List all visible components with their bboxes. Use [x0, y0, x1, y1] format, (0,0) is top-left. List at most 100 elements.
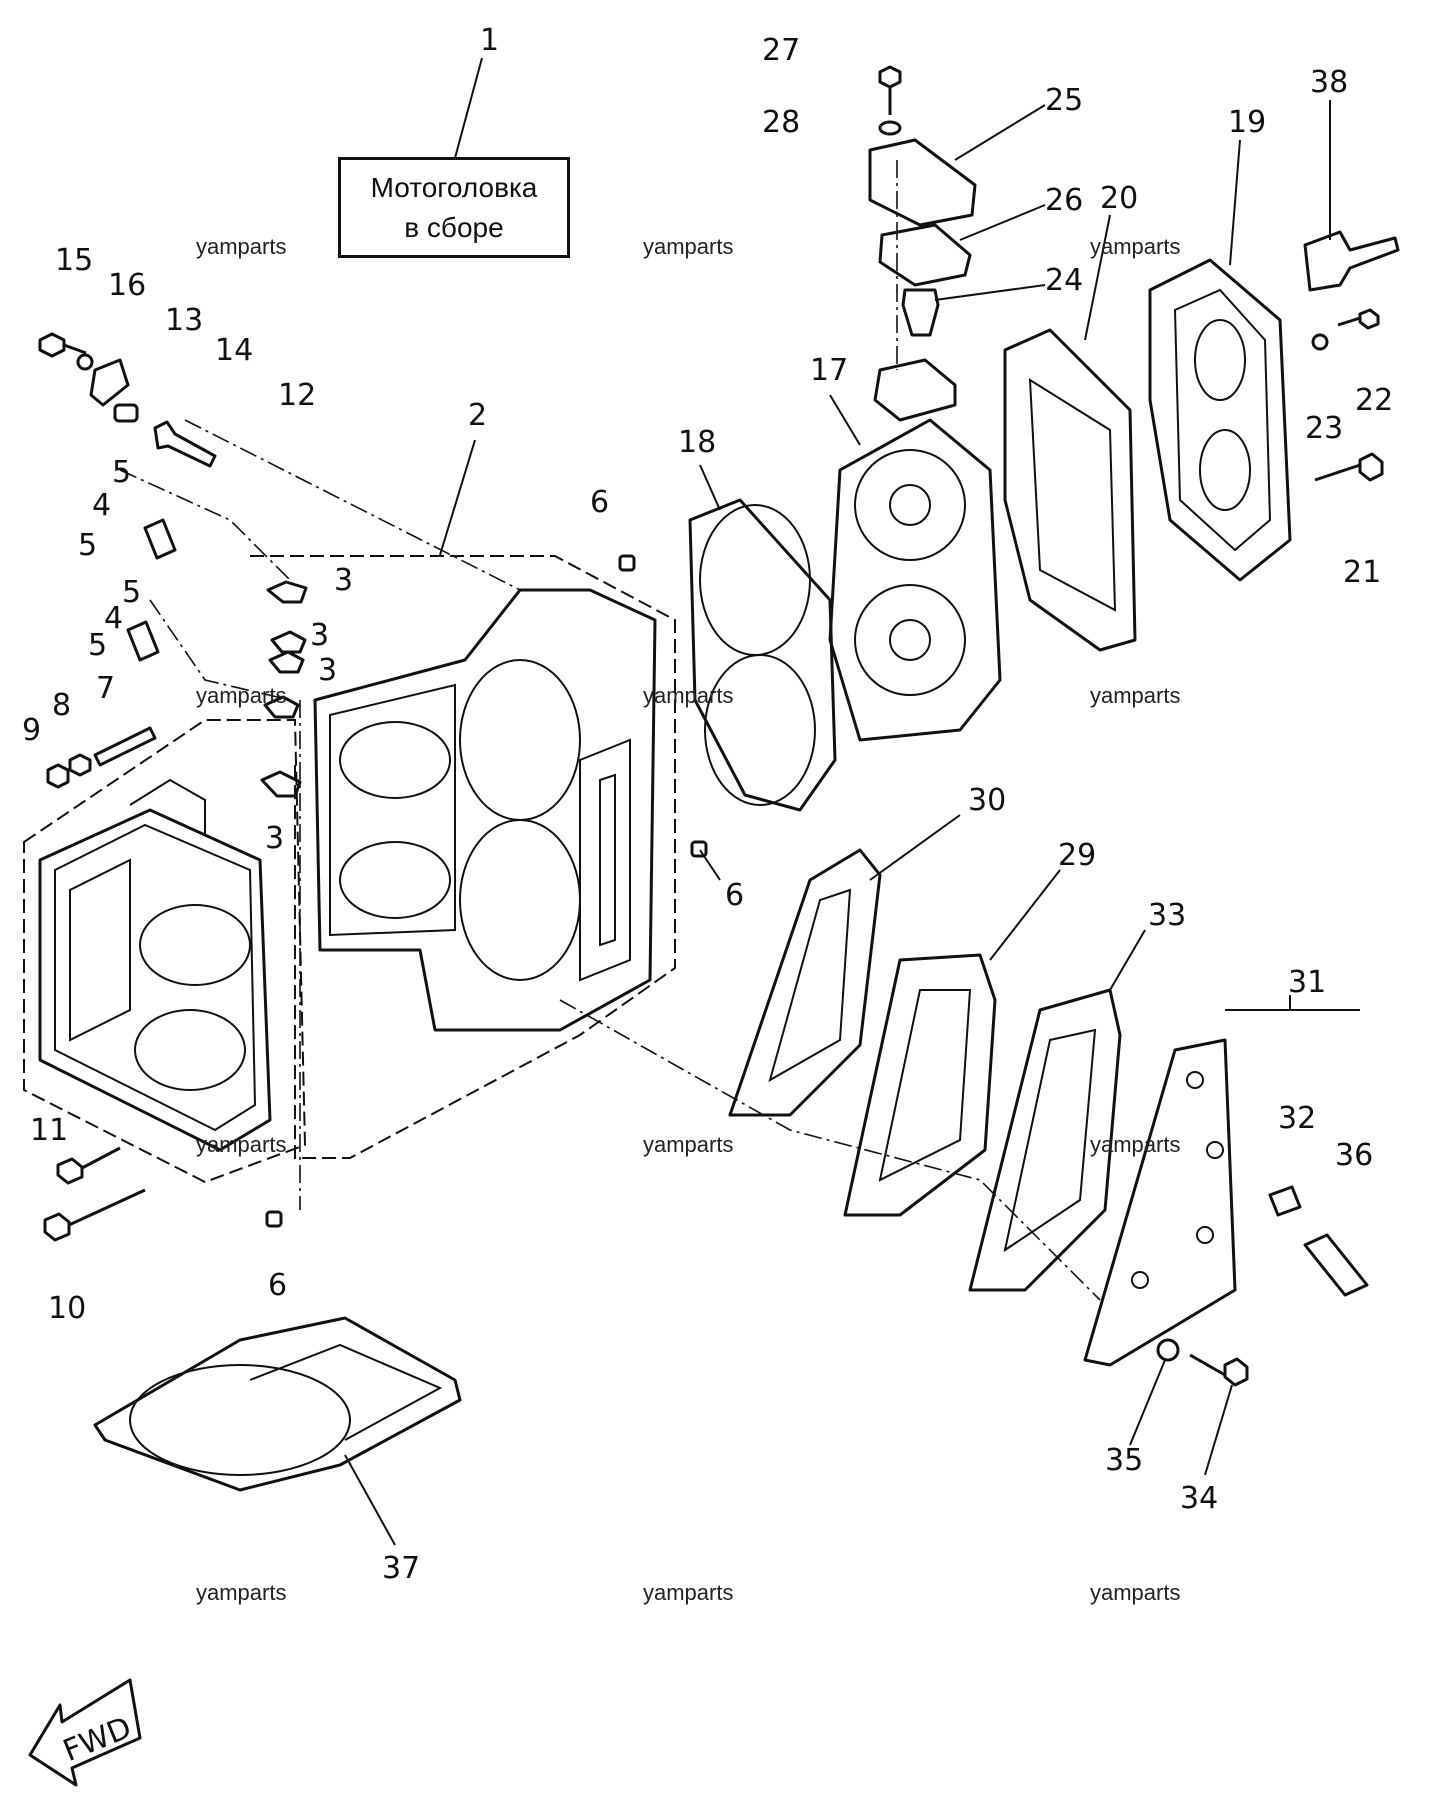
part-15-bolt [38, 332, 87, 358]
callout-26: 26 [1045, 183, 1083, 218]
callout-3c: 3 [318, 653, 337, 688]
leader-26 [959, 204, 1046, 241]
assembly-line-block-gasket [559, 999, 1101, 1301]
callout-3a: 3 [334, 563, 353, 598]
callout-8: 8 [52, 688, 71, 723]
crankcase [38, 778, 272, 1152]
part-4-hose-upper [143, 518, 177, 560]
leader-31 [1225, 995, 1360, 1011]
part-24-thermostat [901, 288, 940, 337]
watermark: yamparts [643, 234, 733, 259]
callout-7: 7 [96, 671, 115, 706]
fwd-arrow-icon: FWD [28, 1678, 142, 1787]
callout-6b: 6 [725, 878, 744, 913]
callout-11: 11 [30, 1113, 68, 1148]
callout-29: 29 [1058, 838, 1096, 873]
leader-25 [954, 104, 1046, 161]
assembly-line-12 [184, 419, 521, 591]
watermark: yamparts [196, 1132, 286, 1157]
callout-15: 15 [55, 243, 93, 278]
watermark: yamparts [1090, 234, 1180, 259]
part-10-bolt [43, 1188, 146, 1242]
leader-2 [439, 439, 476, 556]
callout-32: 32 [1278, 1101, 1316, 1136]
part-38-sensor [1303, 230, 1400, 292]
callout-23: 23 [1305, 411, 1343, 446]
part-3-fittings [260, 580, 308, 798]
cylinder-block [313, 588, 657, 1032]
assembly-line-5a [119, 469, 291, 581]
callout-4b: 4 [104, 601, 123, 636]
callout-21: 21 [1343, 555, 1381, 590]
part-11-bolt [56, 1146, 121, 1185]
part-12-hose-fitting [153, 420, 217, 468]
callout-9: 9 [22, 713, 41, 748]
callout-30: 30 [968, 783, 1006, 818]
part-34-bolt [1189, 1353, 1249, 1387]
part-36-anode [1303, 1233, 1369, 1297]
callout-34: 34 [1180, 1481, 1218, 1516]
assembly-line-5b [149, 599, 291, 701]
leader-30 [869, 814, 961, 881]
part-7-stud [93, 726, 157, 767]
part-9-nut [46, 763, 70, 789]
callout-28: 28 [762, 105, 800, 140]
crankcase-dashed-outline [23, 719, 307, 1184]
callout-33: 33 [1148, 898, 1186, 933]
callout-19: 19 [1228, 105, 1266, 140]
leader-1 [454, 57, 483, 159]
watermark: yamparts [1090, 683, 1180, 708]
watermark: yamparts [643, 683, 733, 708]
part-35-washer [1156, 1338, 1180, 1362]
part-17-cylinder-head [828, 358, 1002, 742]
leader-33 [1109, 929, 1146, 991]
part-14-grommet [113, 403, 139, 423]
part-26-cover-gasket [878, 223, 972, 287]
leader-19 [1229, 139, 1241, 266]
part-22-bolt [1337, 308, 1380, 330]
leader-29 [989, 869, 1061, 961]
part-4-hose-lower [126, 620, 160, 662]
assembly-label-box: Мотоголовка в сборе [338, 157, 570, 258]
part-23-washer [1311, 333, 1329, 351]
leader-37 [344, 1454, 396, 1546]
callout-37: 37 [382, 1551, 420, 1586]
leader-20 [1084, 214, 1111, 341]
part-16-washer [76, 353, 94, 371]
callout-2: 2 [468, 398, 487, 433]
callout-3b: 3 [310, 618, 329, 653]
callout-6a: 6 [590, 485, 609, 520]
callout-22: 22 [1355, 383, 1393, 418]
callout-3d: 3 [265, 821, 284, 856]
callout-17: 17 [810, 353, 848, 388]
callout-35: 35 [1105, 1443, 1143, 1478]
part-33-exhaust-cover-gasket [968, 988, 1122, 1292]
part-28-washer [878, 120, 902, 136]
callout-31: 31 [1288, 965, 1326, 1000]
callout-6c: 6 [268, 1268, 287, 1303]
callout-5b: 5 [78, 528, 97, 563]
part-32-anode-holder [1268, 1185, 1302, 1217]
watermark: yamparts [643, 1132, 733, 1157]
assembly-label-line2: в сборе [404, 212, 504, 243]
cylinder-block-dashed-outline [250, 555, 676, 1159]
watermark: yamparts [643, 1580, 733, 1605]
part-37-base-gasket [93, 1316, 462, 1492]
part-21-bolt [1314, 452, 1384, 482]
callout-14: 14 [215, 333, 253, 368]
part-31-outer-exhaust-cover [1083, 1038, 1237, 1367]
leader-6 [699, 849, 721, 881]
leader-18 [699, 464, 721, 511]
callout-10: 10 [48, 1291, 86, 1326]
part-6-dowels [265, 554, 708, 1228]
leader-17 [829, 394, 861, 446]
part-13-clamp [89, 358, 130, 407]
leader-35 [1129, 1359, 1166, 1446]
watermark: yamparts [196, 1580, 286, 1605]
callout-38: 38 [1310, 65, 1348, 100]
callout-24: 24 [1045, 263, 1083, 298]
callout-18: 18 [678, 425, 716, 460]
callout-5c: 5 [122, 575, 141, 610]
part-20-head-cover-gasket [1003, 328, 1137, 652]
